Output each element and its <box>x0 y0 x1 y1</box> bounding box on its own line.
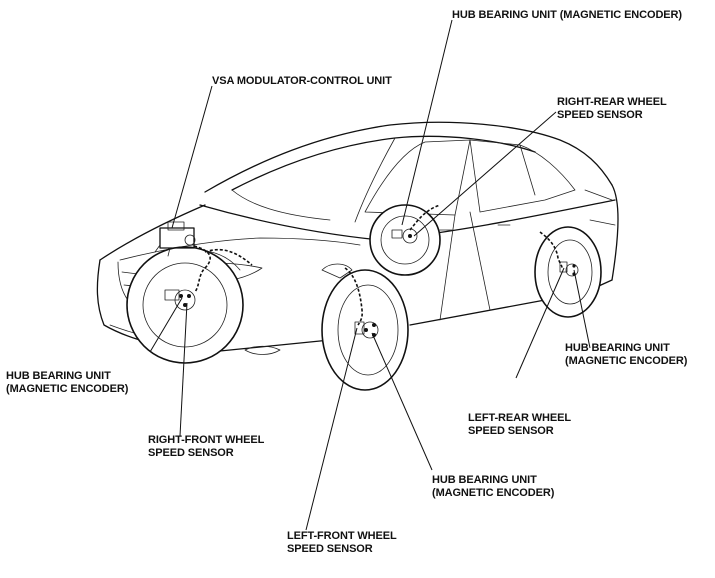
label-line-2: (MAGNETIC ENCODER) <box>565 355 688 367</box>
label-line-1: RIGHT-FRONT WHEEL <box>148 434 265 446</box>
label-left-rear-wheel-speed-sensor: LEFT-REAR WHEEL SPEED SENSOR <box>468 412 571 438</box>
label-line-2: (MAGNETIC ENCODER) <box>6 383 129 395</box>
sensor-wiring <box>193 204 563 326</box>
label-line-1: HUB BEARING UNIT <box>565 342 670 354</box>
label-hub-bearing-front-right: HUB BEARING UNIT (MAGNETIC ENCODER) <box>6 370 128 396</box>
label-line-1: RIGHT-REAR WHEEL <box>557 96 667 108</box>
label-right-rear-wheel-speed-sensor: RIGHT-REAR WHEEL SPEED SENSOR <box>557 96 667 122</box>
label-line-2: SPEED SENSOR <box>468 425 554 437</box>
label-line-2: SPEED SENSOR <box>557 109 643 121</box>
label-line-2: (MAGNETIC ENCODER) <box>432 487 555 499</box>
label-line-1: HUB BEARING UNIT <box>432 474 537 486</box>
leader-lines <box>149 19 591 531</box>
wheel-left-rear <box>534 226 602 318</box>
label-line-1: LEFT-FRONT WHEEL <box>287 530 397 542</box>
label-line-1: HUB BEARING UNIT <box>6 370 111 382</box>
wheel-right-front <box>126 246 244 364</box>
label-text: VSA MODULATOR-CONTROL UNIT <box>212 75 392 87</box>
label-line-2: SPEED SENSOR <box>148 447 234 459</box>
label-hub-bearing-rear-right: HUB BEARING UNIT (MAGNETIC ENCODER) <box>452 9 682 22</box>
label-left-front-wheel-speed-sensor: LEFT-FRONT WHEEL SPEED SENSOR <box>287 530 397 556</box>
label-vsa-modulator: VSA MODULATOR-CONTROL UNIT <box>212 75 392 88</box>
vsa-modulator-unit <box>154 221 196 257</box>
label-right-front-wheel-speed-sensor: RIGHT-FRONT WHEEL SPEED SENSOR <box>148 434 264 460</box>
wheel-left-front <box>321 269 409 391</box>
label-hub-bearing-front-left: HUB BEARING UNIT (MAGNETIC ENCODER) <box>432 474 554 500</box>
wheel-right-rear <box>369 204 441 276</box>
label-hub-bearing-rear-left: HUB BEARING UNIT (MAGNETIC ENCODER) <box>565 342 687 368</box>
label-line-2: SPEED SENSOR <box>287 543 373 555</box>
label-line-1: LEFT-REAR WHEEL <box>468 412 571 424</box>
label-text: HUB BEARING UNIT (MAGNETIC ENCODER) <box>452 9 682 21</box>
